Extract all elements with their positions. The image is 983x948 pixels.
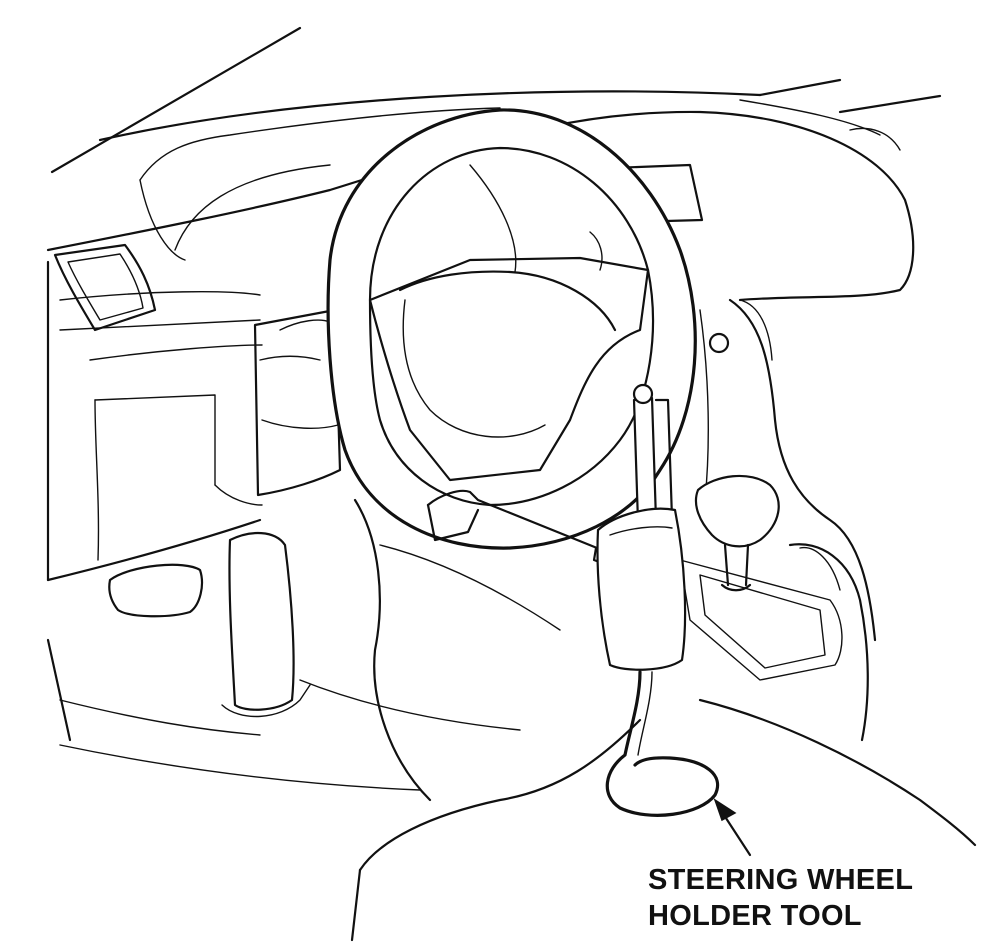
steering-wheel: [326, 108, 697, 550]
callout-line-1: STEERING WHEEL: [648, 864, 914, 896]
left-air-vent: [53, 243, 157, 332]
tool-callout-label: STEERING WHEEL HOLDER TOOL: [648, 862, 968, 934]
holder-tool-rod: [632, 383, 674, 524]
brake-pedal: [108, 563, 204, 618]
floor-and-seat: [46, 498, 977, 942]
holder-tool-body: [596, 507, 687, 671]
callout-line-2: HOLDER TOOL: [648, 900, 862, 932]
accelerator-pedal: [221, 531, 311, 718]
dashboard: [46, 107, 915, 582]
callout-arrow: [713, 798, 752, 857]
gear-lever-knob: [694, 474, 780, 592]
windshield-outline: [50, 26, 942, 174]
center-console: [679, 298, 877, 742]
right-dash-detail: [708, 127, 901, 361]
holder-tool-cable-loop: [605, 670, 720, 817]
